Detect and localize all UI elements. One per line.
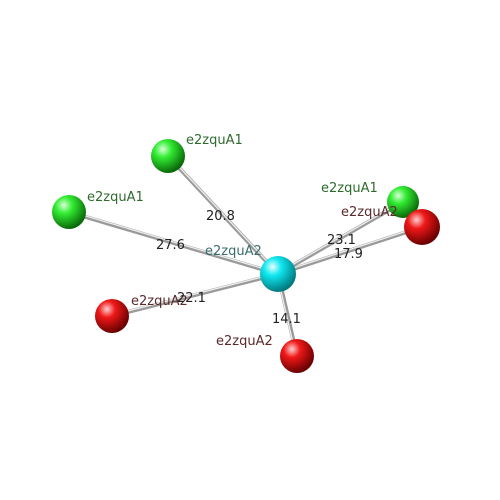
node-label-green-2: e2zquA1 — [87, 190, 144, 205]
node-red-2 — [95, 299, 129, 333]
node-red-1 — [404, 209, 440, 245]
distance-label-5: 22.1 — [177, 291, 206, 306]
node-center — [260, 256, 296, 292]
edge-3 — [276, 200, 405, 276]
node-label-center: e2zquA2 — [205, 244, 262, 259]
node-label-green-1: e2zquA1 — [186, 133, 243, 148]
node-label-red-1: e2zquA2 — [341, 205, 398, 220]
node-green-1 — [151, 139, 185, 173]
distance-label-1: 20.8 — [206, 209, 235, 224]
node-label-red-2: e2zquA2 — [131, 294, 188, 309]
node-label-green-3: e2zquA1 — [321, 181, 378, 196]
distance-label-6: 14.1 — [272, 312, 301, 327]
edge-4 — [276, 225, 424, 276]
edge-1 — [166, 154, 280, 276]
edge-2 — [67, 210, 280, 276]
node-green-2 — [52, 195, 86, 229]
node-green-3 — [387, 186, 419, 218]
node-red-3 — [280, 339, 314, 373]
edge-5 — [110, 272, 280, 318]
distance-label-4: 17.9 — [334, 247, 363, 262]
node-label-red-3: e2zquA2 — [216, 334, 273, 349]
distance-label-3: 23.1 — [327, 233, 356, 248]
distance-label-2: 27.6 — [156, 238, 185, 253]
